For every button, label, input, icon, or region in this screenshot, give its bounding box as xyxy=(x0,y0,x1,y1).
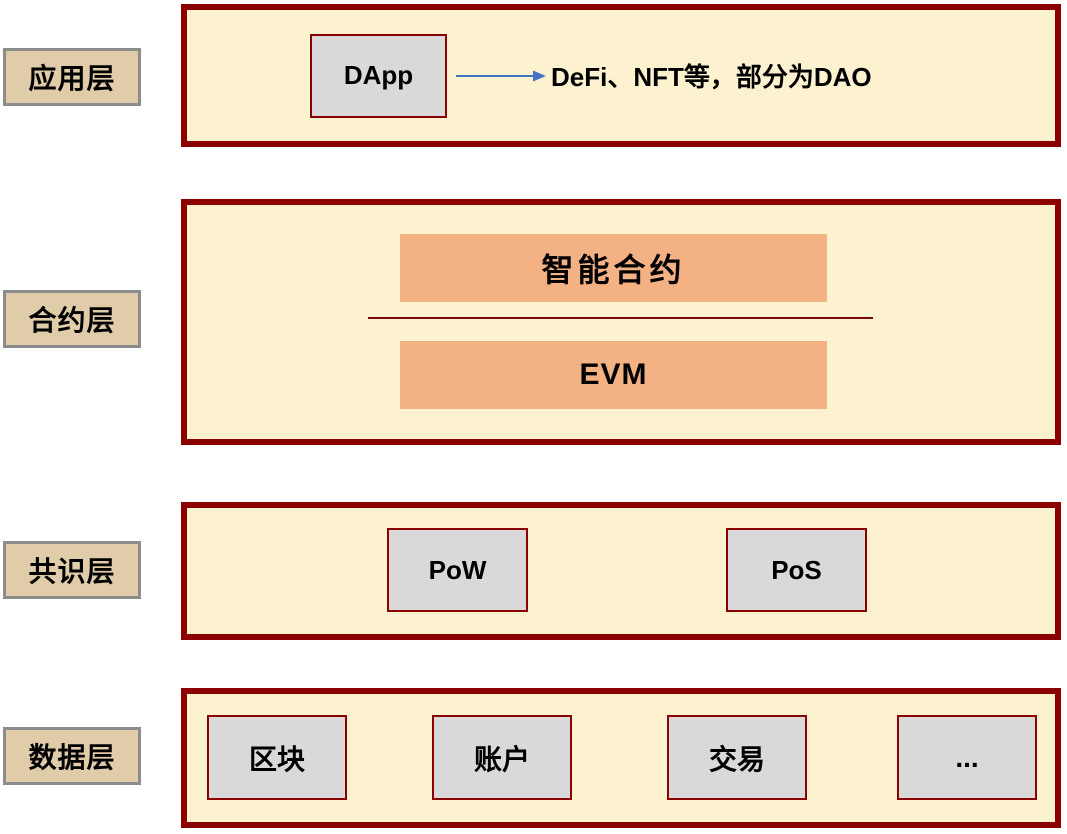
smart-contract-node: 智能合约 xyxy=(400,234,827,302)
contract-layer-panel: 智能合约 EVM xyxy=(181,199,1061,445)
block-node: 区块 xyxy=(207,715,347,800)
pow-label: PoW xyxy=(428,554,487,585)
transaction-label: 交易 xyxy=(708,743,765,775)
smart-contract-label: 智能合约 xyxy=(541,252,686,288)
ellipsis-label: ... xyxy=(955,741,979,773)
layer-label-consensus: 共识层 xyxy=(3,541,141,599)
consensus-layer-panel: PoW PoS xyxy=(181,502,1061,640)
account-node: 账户 xyxy=(432,715,572,800)
right-arrow-icon xyxy=(456,70,546,81)
pos-node: PoS xyxy=(726,528,867,612)
ellipsis-node: ... xyxy=(897,715,1037,800)
block-label: 区块 xyxy=(248,743,305,775)
evm-label: EVM xyxy=(579,358,648,391)
application-layer-panel: DApp DeFi、NFT等，部分为DAO xyxy=(181,4,1061,147)
layer-label-contract: 合约层 xyxy=(3,290,141,348)
dapp-node-label: DApp xyxy=(343,60,414,90)
pos-label: PoS xyxy=(771,554,822,585)
evm-node: EVM xyxy=(400,341,827,409)
data-layer-panel: 区块 账户 交易 ... xyxy=(181,688,1061,828)
layer-label-application: 应用层 xyxy=(3,48,141,106)
layer-label-data: 数据层 xyxy=(3,727,141,785)
pow-node: PoW xyxy=(387,528,528,612)
transaction-node: 交易 xyxy=(667,715,807,800)
account-label: 账户 xyxy=(473,743,530,775)
contract-divider-line xyxy=(368,317,873,319)
dapp-node: DApp xyxy=(310,33,447,118)
dapp-annotation: DeFi、NFT等，部分为DAO xyxy=(551,62,872,92)
